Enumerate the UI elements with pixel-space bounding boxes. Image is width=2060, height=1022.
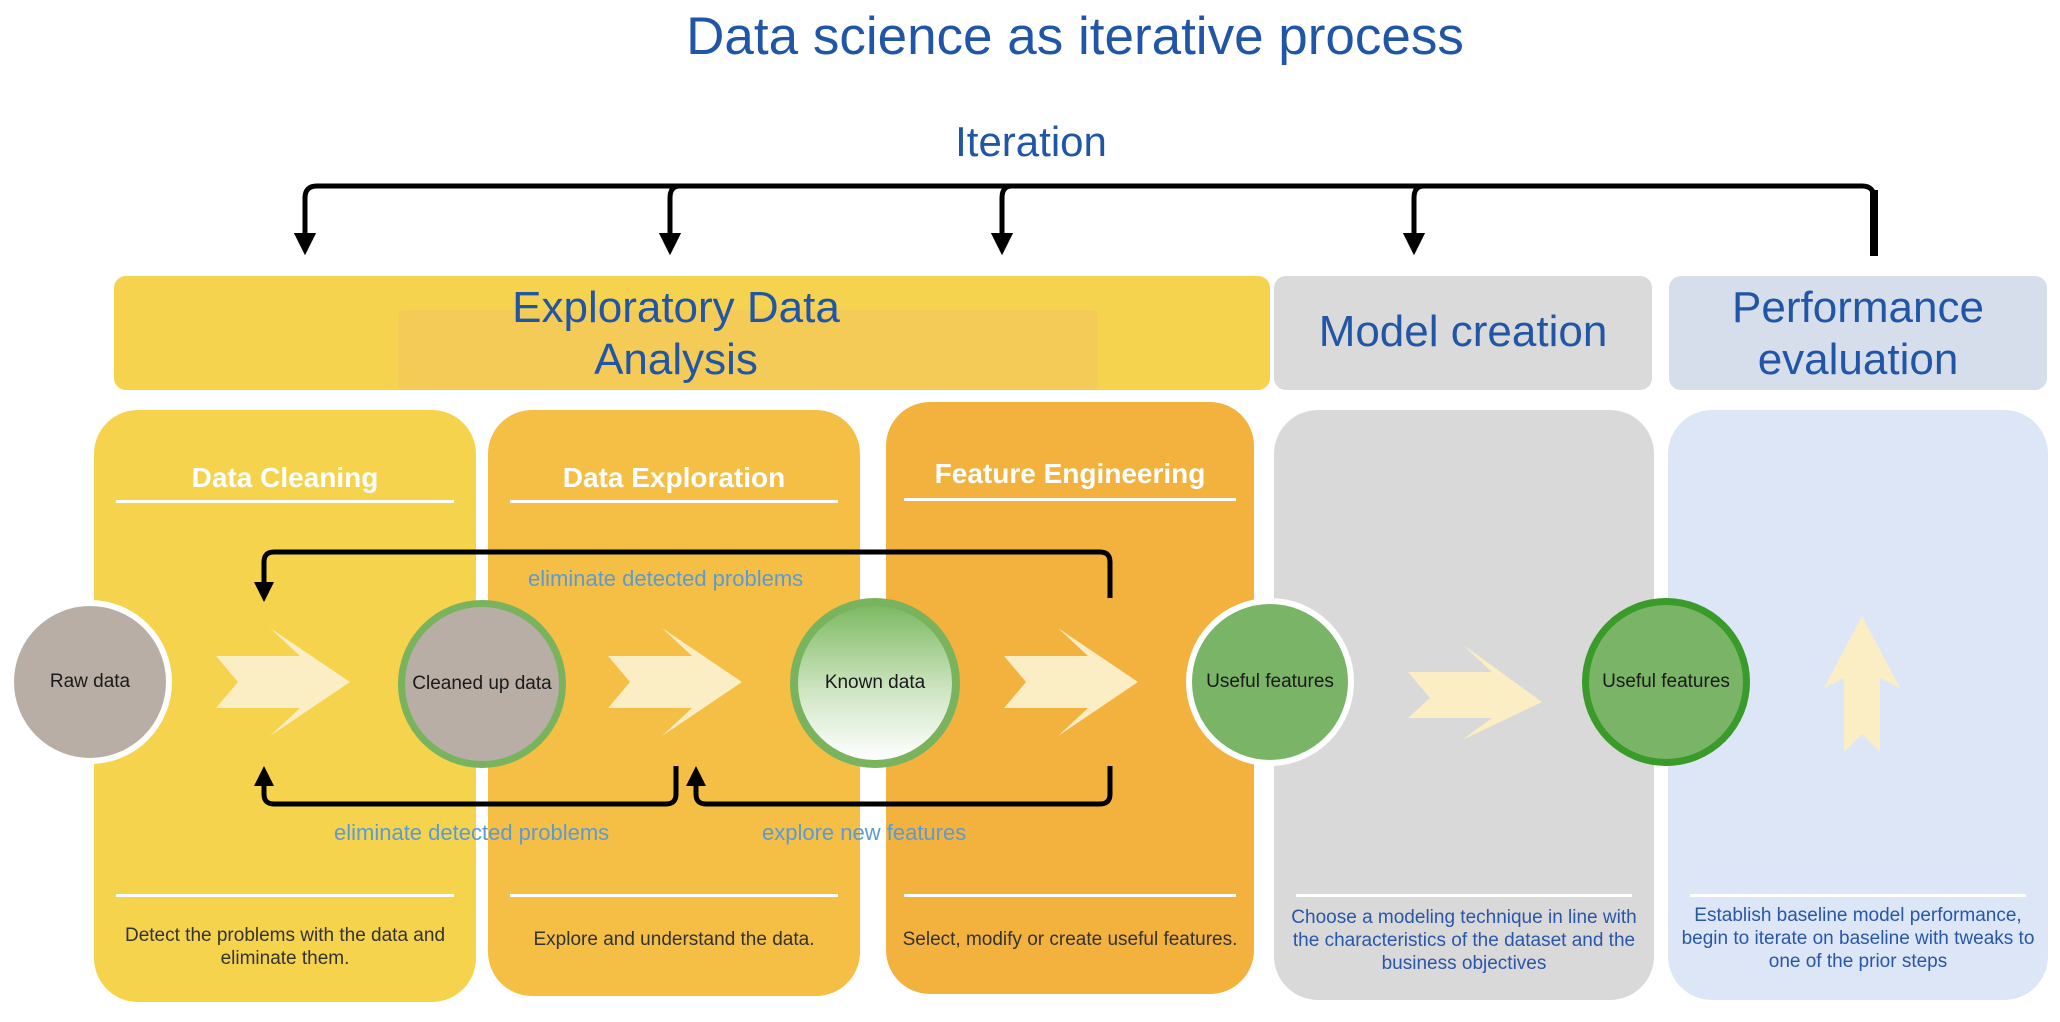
banner-model-creation: Model creation	[1274, 276, 1652, 390]
stage-description-feature-engineering: Select, modify or create useful features…	[902, 929, 1238, 950]
banner-performance-label: Performance evaluation	[1732, 283, 1984, 384]
flow-chevron-1	[216, 628, 350, 736]
loop-label-bottom-left: eliminate detected problems	[334, 820, 610, 845]
loop-bottom-left-arrow	[254, 766, 679, 807]
banner-performance-evaluation: Performance evaluation	[1669, 276, 2047, 390]
stage-description-data-exploration: Explore and understand the data.	[533, 929, 815, 950]
banner-model-label: Model creation	[1318, 307, 1608, 356]
stage-title-feature-engineering: Feature Engineering	[934, 458, 1206, 489]
stage-title-data-exploration: Data Exploration	[562, 462, 786, 493]
loop-top-arrow	[254, 549, 1113, 602]
node-cleaned-up-data: Cleaned up data	[398, 600, 566, 768]
iteration-arrow-exploration	[658, 183, 682, 256]
iteration-arrow-feature	[990, 183, 1014, 256]
stage-description-model-creation: Choose a modeling technique in line with…	[1291, 907, 1637, 974]
node-useful-features-1: Useful features	[1186, 598, 1354, 766]
stage-title-rule	[904, 498, 1236, 501]
banner-eda-label: Exploratory Data Analysis	[512, 283, 840, 384]
stage-description-performance-evaluation: Establish baseline model performance, be…	[1681, 905, 2035, 972]
node-useful-features-2: Useful features	[1582, 598, 1750, 766]
flow-chevron-2	[608, 628, 742, 736]
loop-bottom-right-arrow	[686, 766, 1113, 807]
node-known-data: Known data	[790, 598, 960, 768]
iteration-label: Iteration	[955, 118, 1107, 165]
stage-title-rule	[510, 500, 838, 503]
stage-title-rule	[116, 500, 454, 503]
loop-label-bottom-right: explore new features	[762, 820, 967, 845]
flow-chevron-up	[1824, 616, 1900, 752]
stage-desc-rule	[510, 894, 838, 897]
stage-desc-rule	[904, 894, 1236, 897]
stage-desc-rule	[1296, 894, 1632, 897]
node-raw-data: Raw data	[8, 600, 172, 764]
flow-chevron-3	[1004, 628, 1138, 736]
stage-desc-rule	[116, 894, 454, 897]
iteration-arrow-model	[1402, 183, 1426, 256]
stage-desc-rule	[1690, 894, 2026, 897]
stage-title-data-cleaning: Data Cleaning	[191, 462, 379, 493]
loop-label-top: eliminate detected problems	[528, 566, 804, 591]
page-title: Data science as iterative process	[686, 7, 1464, 66]
banner-eda-highlight	[398, 310, 1098, 390]
flow-chevron-4	[1408, 644, 1542, 740]
stage-description-data-cleaning: Detect the problems with the data and el…	[124, 925, 446, 969]
